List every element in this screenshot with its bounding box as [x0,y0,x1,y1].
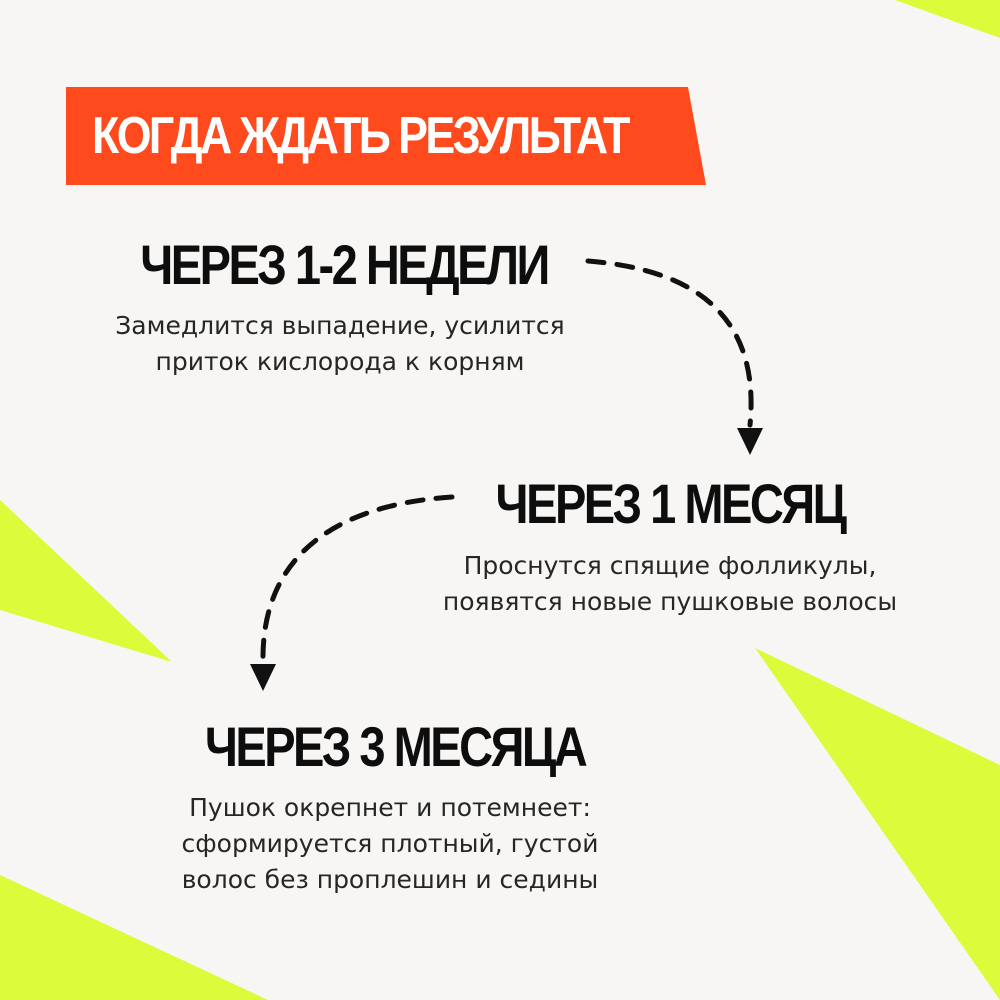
step-3-line-3: волос без проплешин и седины [181,865,599,894]
accent-triangle-left [0,500,172,662]
step-1-line-2: приток кислорода к корням [155,347,525,376]
accent-triangle-top-right [895,0,1000,38]
step-2-heading: ЧЕРЕЗ 1 МЕСЯЦ [495,472,847,535]
banner-background [66,87,706,185]
step-2-line-1: Проснутся спящие фолликулы, [463,551,877,580]
step-3-line-1: Пушок окрепнет и потемнеет: [189,793,591,822]
title-banner: КОГДА ЖДАТЬ РЕЗУЛЬТАТ [66,87,706,185]
dashed-arrow-down-left-icon [250,494,455,691]
step-1-heading: ЧЕРЕЗ 1-2 НЕДЕЛИ [140,233,550,296]
step-2-line-2: появятся новые пушковые волосы [442,587,898,616]
step-2-description: Проснутся спящие фолликулы, появятся нов… [400,548,940,620]
step-1-line-1: Замедлится выпадение, усилится [115,311,565,340]
page-title: КОГДА ЖДАТЬ РЕЗУЛЬТАТ [92,107,630,165]
accent-triangle-right [755,648,1000,1000]
step-3-description: Пушок окрепнет и потемнеет: сформируется… [100,790,680,898]
step-1-description: Замедлится выпадение, усилится приток ки… [60,308,620,380]
step-3-heading: ЧЕРЕЗ 3 МЕСЯЦА [204,715,588,778]
step-3-line-2: сформируется плотный, густой [181,829,599,858]
dashed-arrow-down-right-icon [585,258,763,455]
accent-triangle-bottom-left [0,875,268,1000]
